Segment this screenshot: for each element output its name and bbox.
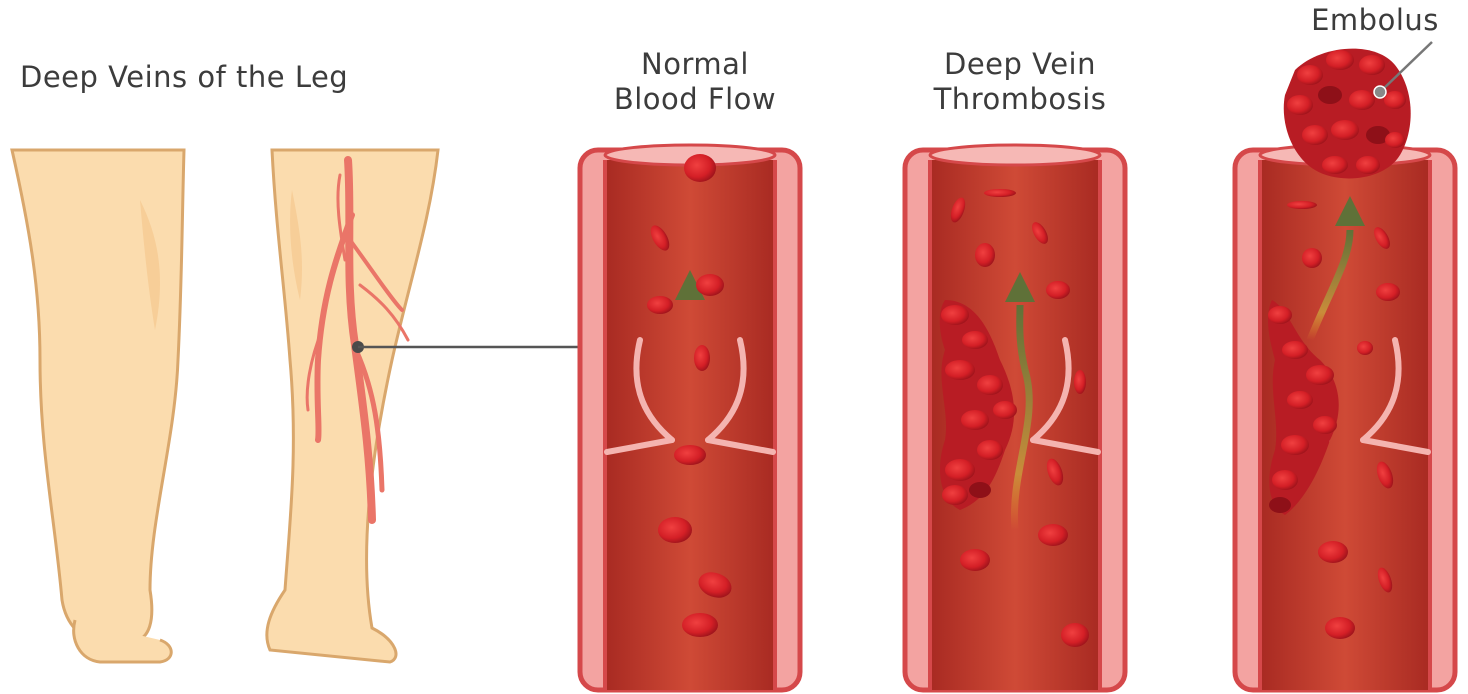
clot-cell xyxy=(993,401,1017,419)
clot-cell xyxy=(961,410,989,430)
embolus-cell xyxy=(1384,91,1406,109)
leg-front xyxy=(12,150,184,662)
blood-cell xyxy=(984,189,1016,197)
blood-cell xyxy=(1287,201,1317,209)
vessel-dvt xyxy=(905,145,1125,690)
embolus-cell xyxy=(1287,95,1313,115)
blood-cell xyxy=(674,445,706,465)
clot-cell xyxy=(945,459,975,481)
blood-cell xyxy=(1376,283,1400,301)
blood-cell xyxy=(960,549,990,571)
vessel-dvt-top-opening xyxy=(930,145,1100,165)
embolus-cell xyxy=(1318,86,1342,104)
clot-cell xyxy=(1313,416,1337,434)
blood-cell xyxy=(684,154,716,182)
clot-cell xyxy=(1306,365,1334,385)
blood-cell xyxy=(658,517,692,543)
embolus-cell xyxy=(1326,50,1354,70)
blood-cell xyxy=(975,243,995,267)
blood-cell xyxy=(1357,341,1373,355)
blood-cell xyxy=(1061,623,1089,647)
blood-cell xyxy=(1302,248,1322,268)
blood-cell xyxy=(682,613,718,637)
blood-cell xyxy=(647,296,673,314)
blood-cell xyxy=(1074,370,1086,394)
clot-cell xyxy=(1269,497,1291,513)
embolus-cell xyxy=(1356,156,1380,174)
blood-cell xyxy=(1046,281,1070,299)
leg-back xyxy=(267,150,438,662)
blood-cell xyxy=(694,345,710,371)
vessel-embolus xyxy=(1235,145,1455,690)
clot-cell xyxy=(977,440,1003,460)
embolus-cell xyxy=(1302,125,1328,145)
clot-cell xyxy=(941,305,969,325)
blood-cell xyxy=(1325,617,1355,639)
embolus-cell xyxy=(1359,55,1385,75)
embolus-pointer-dot xyxy=(1374,86,1386,98)
clot-cell xyxy=(1268,306,1292,324)
embolus-cell xyxy=(1322,156,1348,174)
leg-front-shape xyxy=(12,150,184,642)
embolus-cell xyxy=(1349,90,1375,110)
clot-cell xyxy=(1281,435,1309,455)
clot-cell xyxy=(945,360,975,380)
embolus-cell xyxy=(1385,132,1405,148)
clot-cell xyxy=(969,482,991,498)
clot-cell xyxy=(1287,391,1313,409)
blood-cell xyxy=(1038,524,1068,546)
clot-cell xyxy=(1282,341,1308,359)
embolus-cell xyxy=(1331,120,1359,140)
vessel-normal xyxy=(580,145,800,690)
blood-cell xyxy=(696,274,724,296)
clot-cell xyxy=(962,331,988,349)
clot-cell xyxy=(942,485,968,505)
clot-cell xyxy=(1272,470,1298,490)
blood-cell xyxy=(1318,541,1348,563)
embolus-cell xyxy=(1297,65,1323,85)
clot-cell xyxy=(977,375,1003,395)
